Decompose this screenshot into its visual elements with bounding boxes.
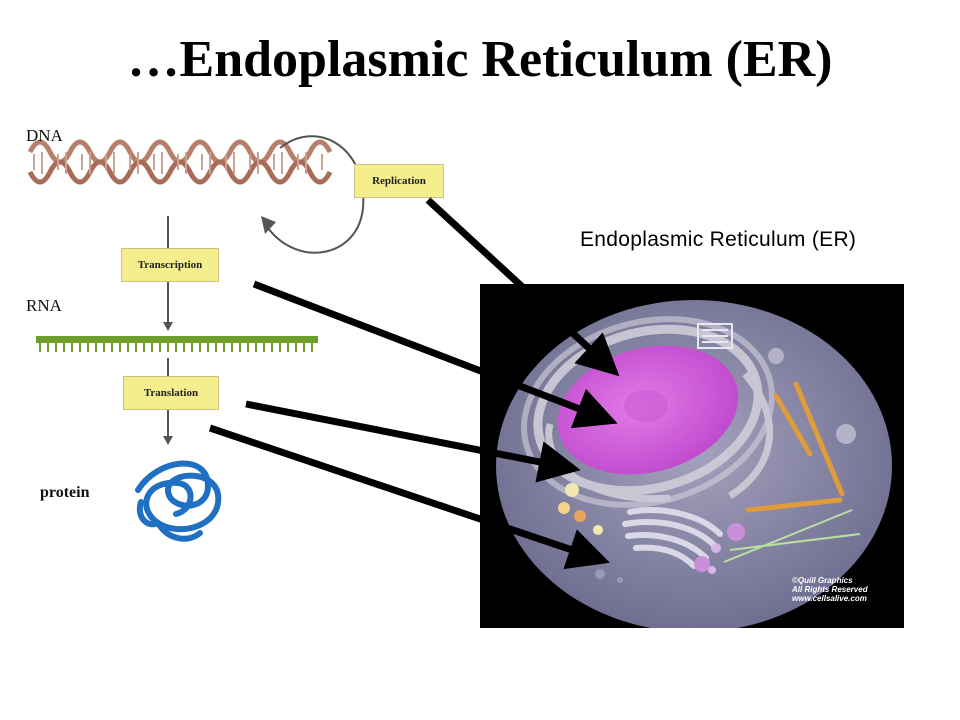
er-label: Endoplasmic Reticulum (ER) [580,228,857,251]
credit-line: All Rights Reserved [792,585,868,594]
replication-box: Replication [354,164,444,198]
translation-box: Translation [123,376,219,410]
pointer-arrow-icon [425,197,620,377]
rna-label: RNA [26,296,62,315]
credit-line: ©Quill Graphics [792,576,853,585]
dogma-graphics [27,135,365,542]
cytoskeleton [723,509,861,563]
central-dogma-diagram: DNA RNA protein Replication Transcriptio… [18,118,458,558]
slide-title: …Endoplasmic Reticulum (ER) [127,31,833,88]
pointer-arrow-icon [252,280,618,429]
er-membranes [521,316,775,508]
pointer-arrow-icon [208,424,610,570]
mitochondria [745,381,845,513]
rna-strand [36,336,318,352]
replication-loop-icon [261,135,365,254]
centriole [697,323,733,349]
protein-structure [135,460,222,542]
image-credit: ©Quill Graphics All Rights Reserved www.… [792,576,892,603]
golgi-apparatus [622,507,723,569]
vesicles [558,348,856,583]
nucleus [557,345,739,475]
dna-label: DNA [26,126,63,145]
dna-helix [27,139,333,185]
pointer-arrow-icon [245,400,581,483]
protein-label: protein [40,484,90,501]
transcription-box: Transcription [121,248,219,282]
credit-line: www.cellsalive.com [792,594,867,603]
